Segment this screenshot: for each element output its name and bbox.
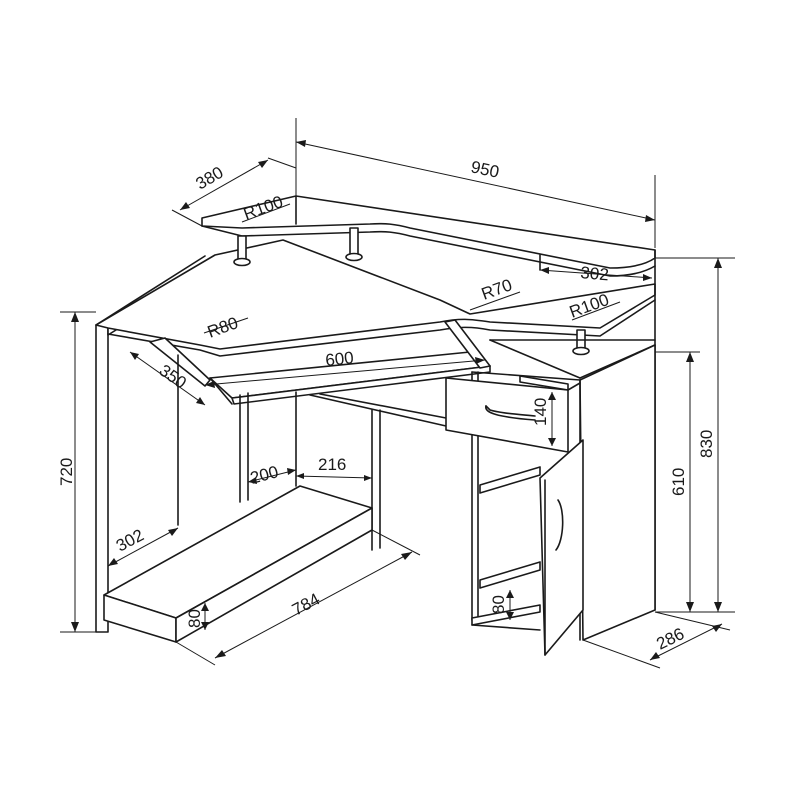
dim-cabinet-depth: 286 <box>653 624 687 654</box>
dim-drawer-height: 140 <box>531 398 550 426</box>
dim-shelf-depth-right: 302 <box>580 263 610 284</box>
dimension-lines <box>60 118 735 669</box>
dim-desk-radius-right: R70 <box>479 275 515 304</box>
dim-plinth-height: 80 <box>489 595 508 614</box>
dim-desk-height: 720 <box>57 458 76 486</box>
dim-total-height: 830 <box>697 430 716 458</box>
dim-total-width: 950 <box>469 157 501 181</box>
dim-footrest-gap: 200 <box>248 462 280 488</box>
footrest <box>103 485 373 643</box>
cabinet-door <box>539 439 584 656</box>
dim-keyboard-width: 600 <box>324 348 354 370</box>
drawer <box>445 375 581 453</box>
dim-left-footrest-depth: 302 <box>113 525 147 555</box>
dim-top-shelf-depth: 380 <box>193 163 227 194</box>
dim-footrest-height: 80 <box>185 609 204 628</box>
dim-cabinet-height: 610 <box>669 468 688 496</box>
dim-footrest-inner: 216 <box>318 455 346 474</box>
